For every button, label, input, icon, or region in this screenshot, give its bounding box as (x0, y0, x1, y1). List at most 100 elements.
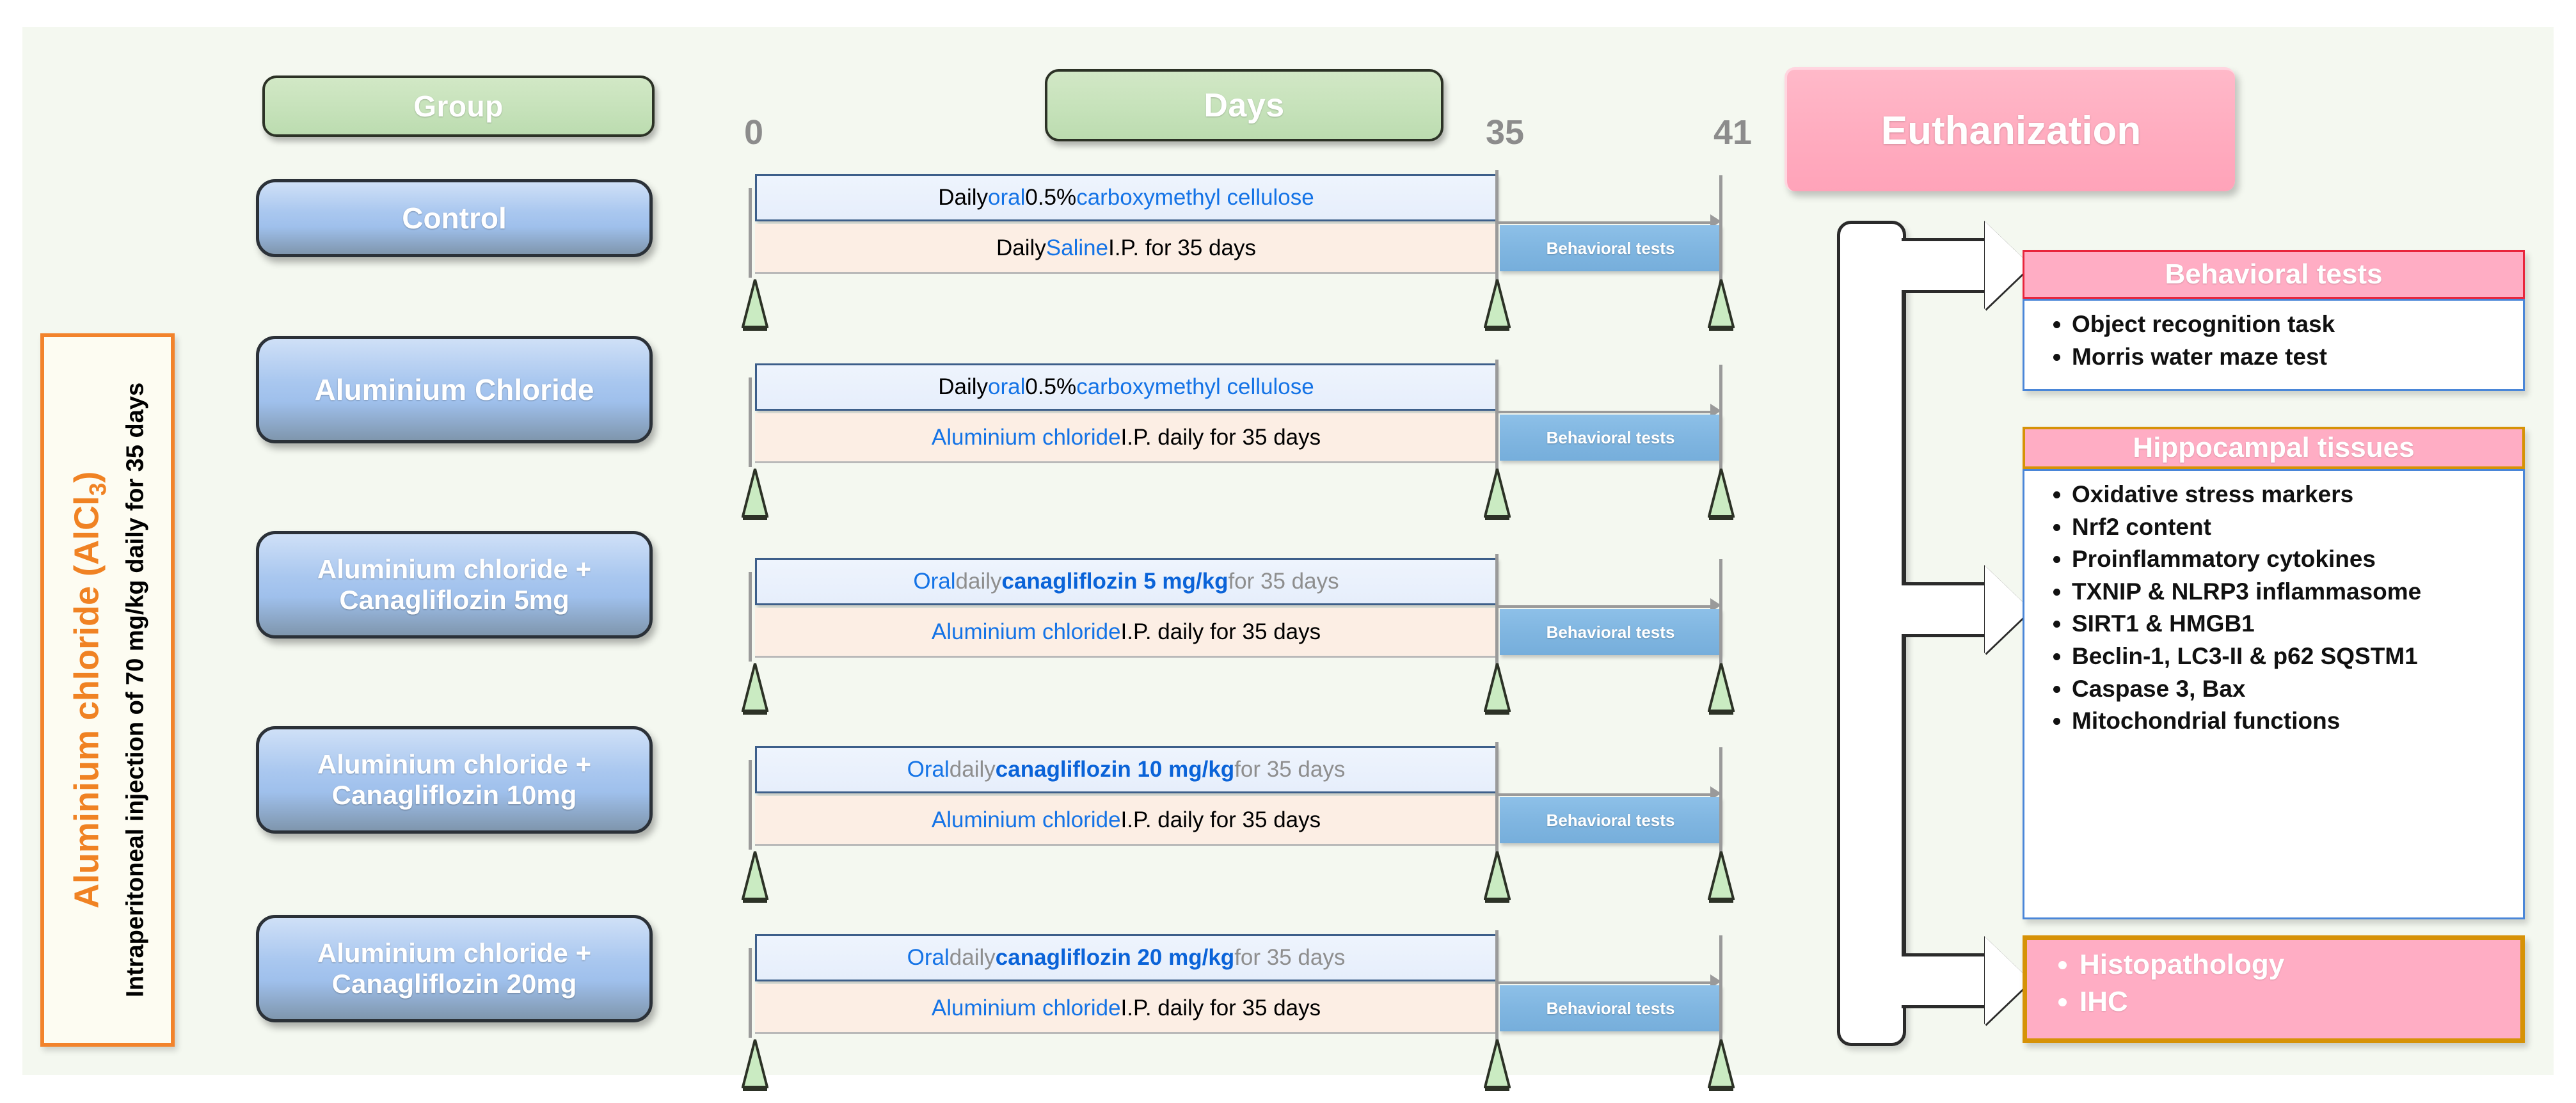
behavioral-tests-bar: Behavioral tests (1500, 797, 1721, 843)
timeline-marker-day41 (1707, 850, 1735, 903)
timeline-arrow-shaft (1497, 605, 1711, 608)
timeline-tick-day0 (749, 377, 752, 467)
oral-treatment-bar: Oral daily canagliflozin 5 mg/kg for 35 … (755, 558, 1497, 605)
behavioral-tests-bar: Behavioral tests (1500, 985, 1721, 1031)
triangle-marker-icon (1707, 663, 1735, 715)
timeline-arrow-shaft (1497, 411, 1711, 413)
triangle-marker-icon (741, 1039, 769, 1091)
timeline-tick-day0 (749, 948, 752, 1038)
spine-arm-vertical-lower (1902, 637, 1905, 956)
behavioral-list: Object recognition task Morris water maz… (2044, 310, 2506, 372)
ip-treatment-bar: Aluminium chloride I.P. daily for 35 day… (755, 984, 1497, 1034)
timeline-marker-day41 (1707, 278, 1735, 331)
bar-text-segment: I.P. daily for 35 days (1120, 807, 1321, 832)
alcl3-treatment-banner: Aluminium chloride (AlCl3) Intraperitone… (40, 333, 175, 1047)
bar-text-segment: Oral (907, 945, 950, 970)
bar-text-segment: oral (988, 185, 1026, 210)
timeline-arrow-head (1710, 786, 1721, 800)
panel-title: Hippocampal tissues (2133, 432, 2415, 463)
oral-treatment-bar: Daily oral 0.5% carboxymethyl cellulose (755, 363, 1497, 411)
timeline-tick-day41 (1719, 365, 1722, 473)
timeline-marker-day41 (1707, 468, 1735, 521)
bar-text-segment: 0.5% (1025, 374, 1077, 399)
group-header-label: Group (413, 90, 504, 123)
ip-treatment-bar: Aluminium chloride I.P. daily for 35 day… (755, 608, 1497, 658)
timeline-arrow-head (1710, 598, 1721, 612)
ip-treatment-bar: Aluminium chloride I.P. daily for 35 day… (755, 413, 1497, 463)
timeline-arrow-head (1710, 404, 1721, 418)
triangle-marker-icon (1483, 468, 1511, 520)
timeline-marker-day41 (1707, 662, 1735, 715)
bar-text-segment: Oral (907, 757, 950, 782)
timeline-marker-day35 (1483, 468, 1511, 521)
timeline-marker-day35 (1483, 278, 1511, 331)
timeline-tick-day41 (1719, 935, 1722, 1044)
bar-text-segment: Aluminium chloride (931, 807, 1121, 832)
day-tick-label-0: 0 (744, 113, 764, 152)
timeline-marker-day35 (1483, 850, 1511, 903)
bar-text-segment: Saline (1046, 235, 1109, 260)
bar-text-segment: for 35 days (1228, 569, 1339, 594)
timeline-marker-day41 (1707, 1038, 1735, 1091)
timeline-arrow-head (1710, 214, 1721, 228)
timeline-tick-day0 (749, 188, 752, 278)
group-box-canagliflozin-20mg: Aluminium chloride + Canagliflozin 20mg (256, 915, 653, 1022)
timeline-marker-day0 (741, 850, 769, 903)
histopathology-list: Histopathology IHC (2049, 946, 2520, 1020)
group-box-label: Aluminium chloride + Canagliflozin 5mg (317, 553, 592, 615)
group-box-label: Aluminium Chloride (314, 372, 594, 406)
euthanization-box: Euthanization (1785, 67, 2235, 191)
group-box-label: Aluminium chloride + Canagliflozin 10mg (317, 749, 592, 810)
ip-treatment-bar: Aluminium chloride I.P. daily for 35 day… (755, 796, 1497, 846)
spine-arrow-hippocampal (1902, 566, 2031, 654)
timeline-tick-day35 (1495, 360, 1499, 473)
list-item: Morris water maze test (2072, 342, 2506, 372)
triangle-marker-icon (1707, 279, 1735, 331)
outcome-spine-connector (1837, 221, 1906, 1046)
bar-text-segment: I.P. daily for 35 days (1120, 619, 1321, 644)
bar-text-segment: Aluminium chloride (931, 619, 1121, 644)
panel-body-hippocampal: Oxidative stress markers Nrf2 content Pr… (2023, 469, 2525, 919)
oral-treatment-bar: Daily oral 0.5% carboxymethyl cellulose (755, 174, 1497, 221)
triangle-marker-icon (1707, 1039, 1735, 1091)
bar-text-segment: canagliflozin 5 mg/kg (1001, 569, 1228, 594)
hippocampal-list: Oxidative stress markers Nrf2 content Pr… (2044, 480, 2506, 736)
list-item: SIRT1 & HMGB1 (2072, 609, 2506, 639)
list-item: Proinflammatory cytokines (2072, 544, 2506, 575)
bar-text-segment: daily (955, 569, 1002, 594)
bar-text-segment: daily (949, 757, 996, 782)
group-column-header: Group (262, 75, 655, 137)
bar-text-segment: Oral (913, 569, 956, 594)
day-tick-label-35: 35 (1486, 113, 1525, 152)
ip-treatment-bar: Daily Saline I.P. for 35 days (755, 224, 1497, 274)
triangle-marker-icon (1707, 468, 1735, 520)
oral-treatment-bar: Oral daily canagliflozin 20 mg/kg for 35… (755, 934, 1497, 981)
behavioral-tests-bar: Behavioral tests (1500, 609, 1721, 655)
triangle-marker-icon (741, 468, 769, 520)
timeline-tick-day35 (1495, 930, 1499, 1044)
euthanization-label: Euthanization (1880, 108, 2142, 153)
list-item: IHC (2079, 983, 2520, 1020)
timeline-arrow-head (1710, 974, 1721, 988)
timeline-tick-day41 (1719, 559, 1722, 668)
list-item: TXNIP & NLRP3 inflammasome (2072, 577, 2506, 607)
bar-text-segment: daily (949, 945, 996, 970)
list-item: Histopathology (2079, 946, 2520, 983)
list-item: Object recognition task (2072, 310, 2506, 340)
bar-text-segment: carboxymethyl cellulose (1076, 374, 1314, 399)
bar-text-segment: Daily (996, 235, 1046, 260)
triangle-marker-icon (1483, 851, 1511, 903)
triangle-marker-icon (1483, 279, 1511, 331)
bar-text-segment: I.P. for 35 days (1108, 235, 1256, 260)
outcome-panel-hippocampal: Hippocampal tissues Oxidative stress mar… (2023, 427, 2525, 919)
panel-header-behavioral: Behavioral tests (2023, 250, 2525, 299)
timeline-tick-day0 (749, 572, 752, 662)
triangle-marker-icon (1707, 851, 1735, 903)
bar-text-segment: 0.5% (1025, 185, 1077, 210)
spine-arrow-histopathology (1902, 937, 2031, 1025)
list-item: Caspase 3, Bax (2072, 674, 2506, 704)
timeline-arrow-shaft (1497, 981, 1711, 984)
alcl3-banner-title: Aluminium chloride (AlCl3) (67, 471, 111, 909)
panel-title: Behavioral tests (2165, 258, 2383, 290)
behavioral-tests-bar: Behavioral tests (1500, 415, 1721, 461)
